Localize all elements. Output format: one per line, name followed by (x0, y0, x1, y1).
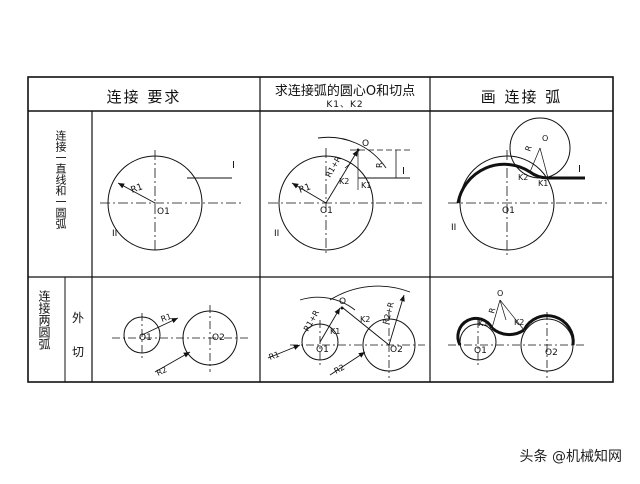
row1-col1-figure (100, 150, 242, 252)
row2-label: 连接两圆弧 (37, 290, 51, 350)
row2-col2-label-O1: O1 (316, 345, 329, 355)
row2-col1-label-R1: R1 (160, 312, 173, 324)
row2-col3-label-K1: K1 (478, 319, 488, 328)
row1-col3-label-K2: K2 (518, 173, 528, 182)
row2-col1-figure (112, 305, 250, 373)
row2-col1-label-O1: O1 (139, 333, 152, 343)
row2-col2-label-R2: R2 (333, 363, 347, 376)
row2-sub-label-tangent: 切 (71, 345, 84, 359)
header-draw-arc: 画 连接 弧 (480, 88, 563, 106)
row1-col3-label-II: II (451, 223, 456, 233)
watermark: 头条 @机械知网 (519, 449, 622, 465)
row2-col2-label-R1plusR: R1+R (302, 308, 321, 333)
row2-col2-label-K1: K1 (330, 327, 340, 336)
row2-col3-label-O2: O2 (545, 348, 558, 358)
row1-col2-label-II: II (274, 229, 279, 239)
row2-col3-label-R: R (487, 306, 497, 314)
row2-col3-label-O1: O1 (474, 346, 487, 356)
row2-col2-label-K2: K2 (360, 315, 370, 324)
row2-col3-label-O: O (497, 289, 503, 298)
row2-sub-label-outer: 外 (71, 311, 84, 325)
row2-col1-label-R2: R2 (155, 365, 168, 378)
row1-col2-label-O: O (362, 139, 369, 149)
row1-col2-figure (268, 136, 425, 255)
row1-col2-label-R1: R1 (298, 182, 313, 195)
row1-col1-label-II: II (112, 229, 117, 239)
row1-col2-label-R: R (375, 162, 384, 168)
table-grid (27, 76, 614, 383)
row1-col2-label-K2: K2 (339, 177, 349, 186)
header-connection-requirement: 连接 要求 (106, 88, 182, 106)
row1-col2-center-point (356, 148, 360, 152)
row2-col2-label-O2: O2 (390, 345, 403, 355)
row2-col3-figure (448, 299, 585, 378)
row1-col1-label-R1: R1 (130, 182, 145, 195)
row2-col2-label-R1: R1 (268, 350, 281, 362)
row2-col2-label-O: O (339, 297, 346, 307)
row1-col2-label-O1: O1 (320, 206, 333, 216)
row1-col3-label-R: R (523, 144, 534, 153)
row1-col2-label-R1plusR: R1+R (324, 154, 343, 179)
row2-col3-label-K2: K2 (514, 318, 524, 327)
row1-col1-label-I: I (232, 160, 235, 171)
row1-col3-label-I: I (578, 164, 581, 175)
row2-col1-label-O2: O2 (212, 333, 225, 343)
row2-col2-figure (267, 285, 425, 378)
row1-col3-label-O: O (542, 134, 548, 143)
row1-col3-label-K1: K1 (538, 179, 548, 188)
row1-col3-label-O1: O1 (502, 206, 515, 216)
row1-col2-label-I: I (402, 166, 405, 177)
row1-col2-label-K1: K1 (361, 181, 371, 190)
header-tangent-points: K1、K2 (326, 100, 364, 110)
row1-col1-label-O1: O1 (157, 207, 170, 217)
row2-col2-center-point (340, 306, 344, 310)
header-find-center-and-tangent: 求连接弧的圆心O和切点 (274, 84, 416, 99)
row2-col2-label-R2plusR: R2+R (381, 301, 396, 326)
row1-col3-figure (448, 117, 608, 255)
row1-label: 连接一直线和一圆弧 (54, 130, 67, 229)
